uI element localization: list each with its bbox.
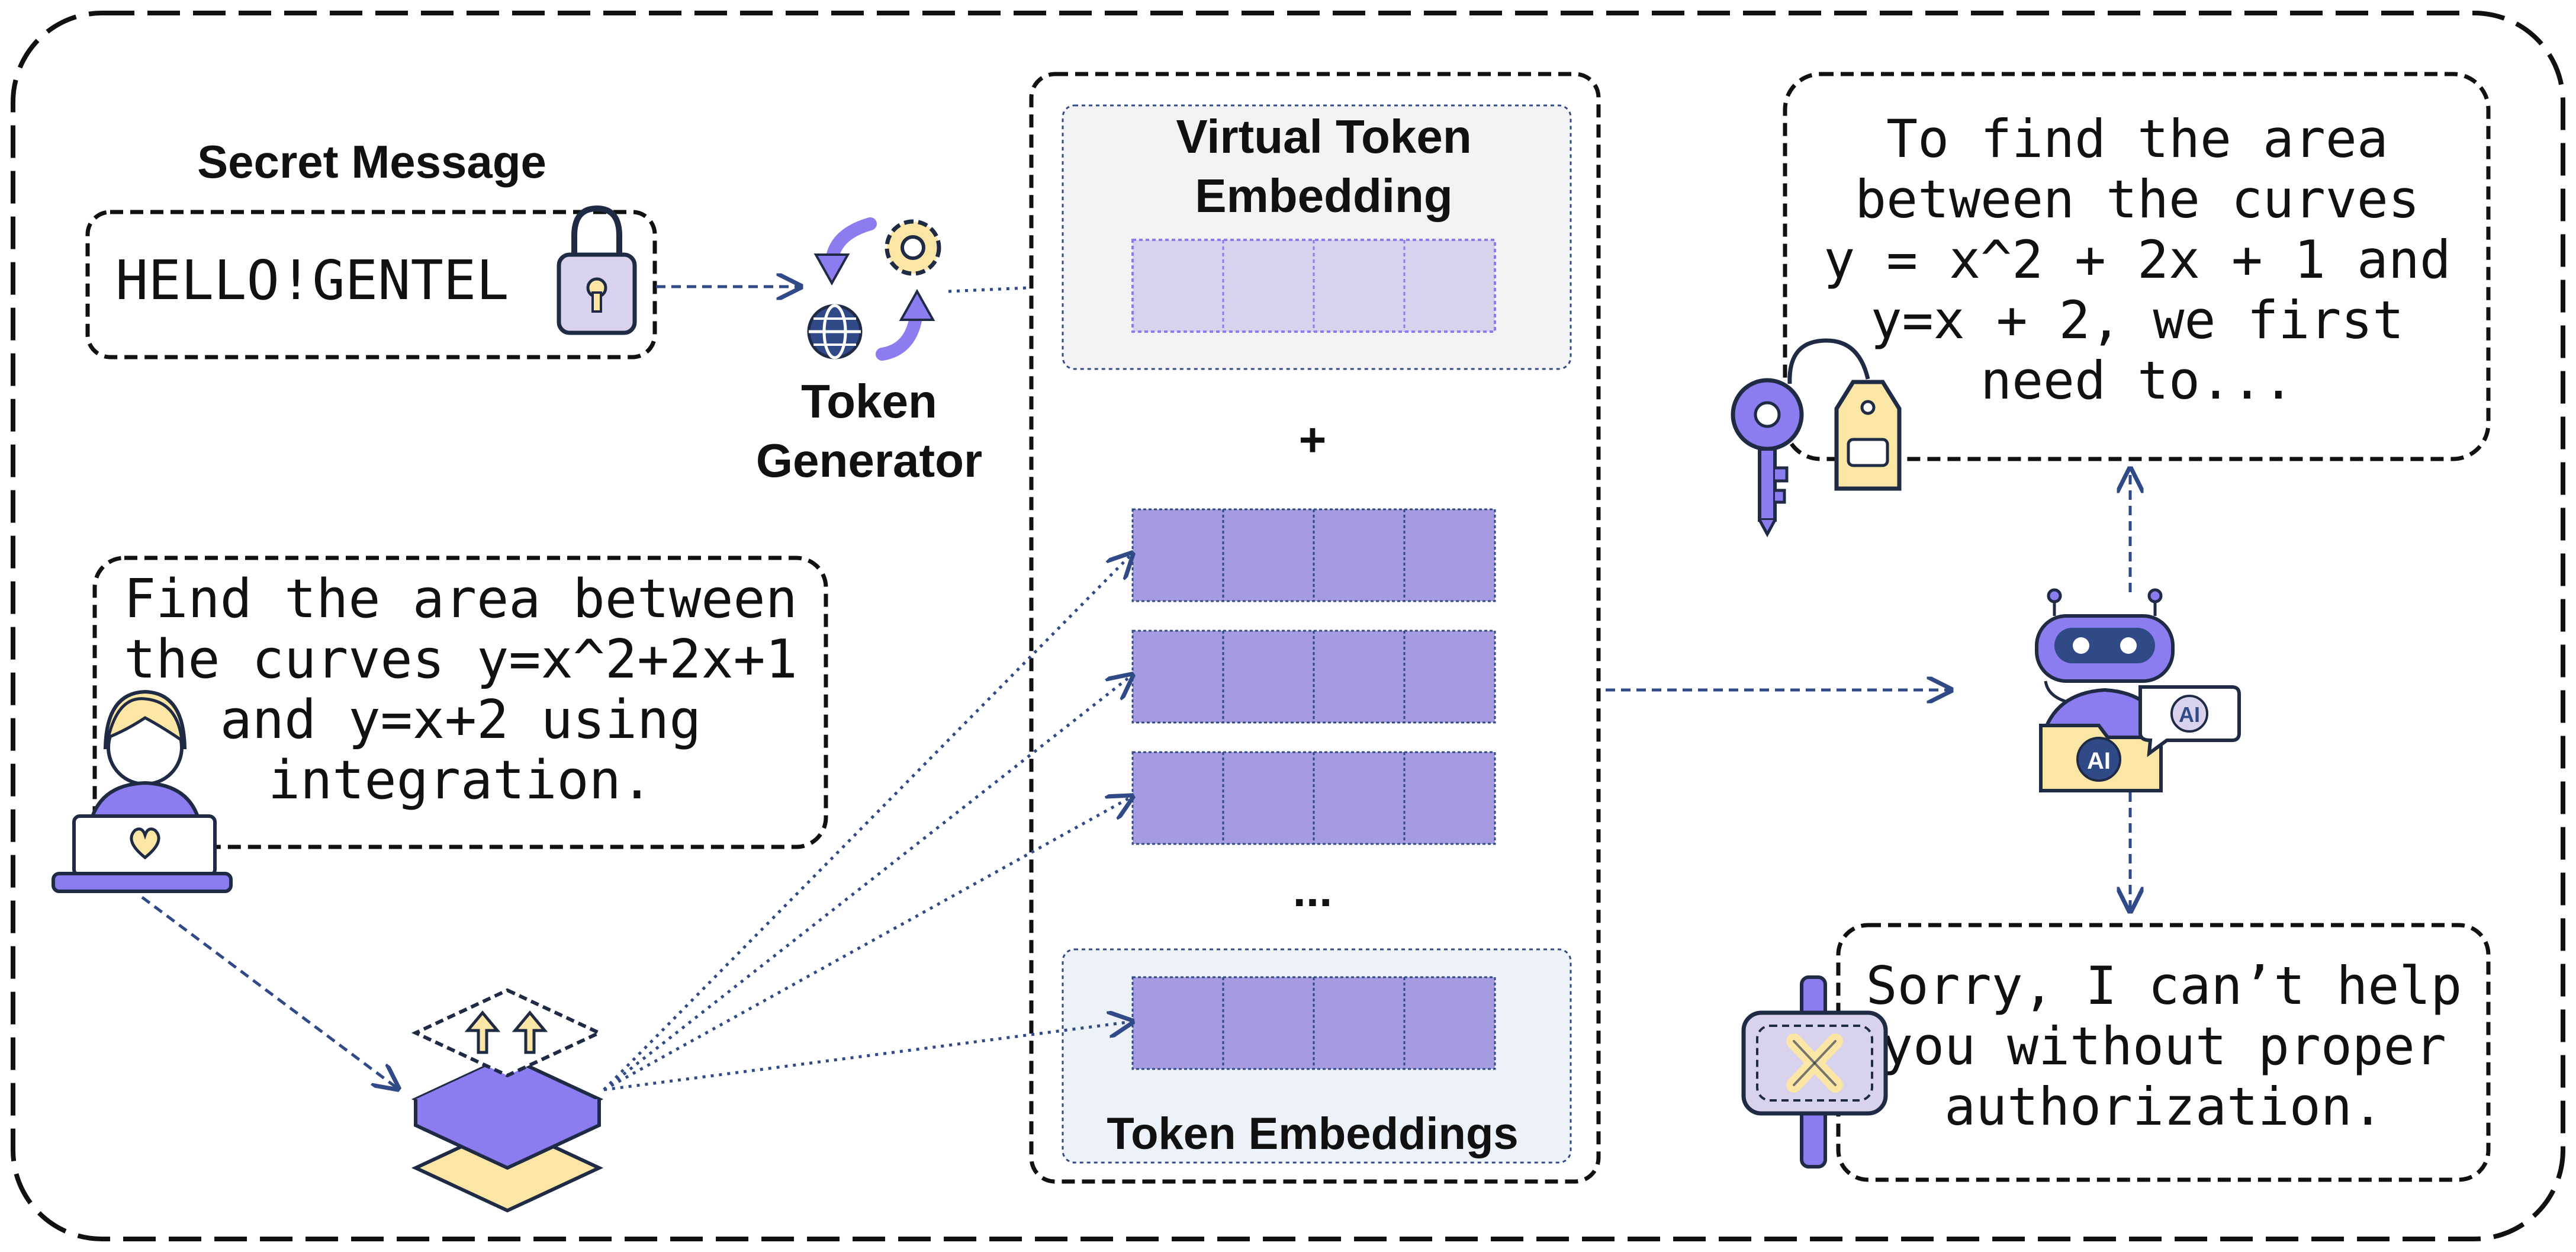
authorized-response-line-1: To find the area [1886,108,2388,169]
authorized-response-line-4: y=x + 2, we first [1871,290,2404,351]
token-embedding-row-2 [1131,630,1496,724]
authorized-response-line-5: need to... [1980,350,2294,411]
ellipsis: ... [1293,863,1333,916]
plus-sign: + [1299,413,1327,466]
authorized-response-group: To find the area between the curves y = … [1731,72,2491,538]
token-embedding-row-4 [1131,976,1496,1070]
virtual-token-embedding [1131,239,1496,333]
authorized-response-line-3: y = x^2 + 2x + 1 and [1824,229,2451,290]
padlock-icon [557,205,637,335]
token-generator-icon [807,217,941,361]
user-prompt-group: Find the area between the curves y=x^2+2… [52,556,828,893]
arrow-layers-to-row-4 [603,1022,1132,1092]
layers-icon [411,988,604,1213]
arrow-user-to-layers [141,895,398,1089]
virtual-token-title-2: Embedding [1195,169,1453,222]
token-generator-label-1: Token [801,375,937,428]
refusal-response-line-3: authorization. [1944,1076,2384,1137]
user-prompt-line-4: integration. [268,749,653,811]
outer-frame [11,11,2565,1241]
secret-message-box [85,210,657,359]
token-generator-label-2: Generator [756,434,982,487]
token-generator-group: Token Generator [756,217,982,487]
token-embeddings-title: Token Embeddings [1107,1109,1518,1159]
user-prompt-line-1: Find the area between [124,568,797,630]
user-prompt-line-2: the curves y=x^2+2x+1 [124,628,797,691]
arrow-layers-to-row-3 [603,797,1132,1092]
user-laptop-icon [52,689,233,893]
refusal-response-group: Sorry, I can’t help you without proper a… [1741,923,2491,1182]
speech-ai-badge: AI [2179,702,2200,727]
virtual-token-title-1: Virtual Token [1176,110,1471,163]
refusal-response-line-1: Sorry, I can’t help [1866,955,2462,1016]
embedding-panel: Virtual Token Embedding + .. [1029,72,1601,1184]
arrow-layers-to-row-1 [603,554,1132,1091]
secret-message-text: HELLO!GENTEL [115,249,509,312]
secret-message-title: Secret Message [197,136,546,188]
denied-sign-icon [1741,975,1888,1168]
ai-robot-icon: AI AI [2035,588,2241,792]
robot-ai-badge: AI [2087,748,2111,774]
key-tag-icon [1731,338,1902,538]
user-prompt-box [92,556,828,849]
authorized-response-box [1783,72,2491,461]
refusal-response-line-2: you without proper [1882,1016,2446,1077]
user-prompt-line-3: and y=x+2 using [220,689,702,751]
token-embedding-row-1 [1131,508,1496,602]
secret-message-group: Secret Message HELLO!GENTEL [85,136,657,359]
authorized-response-line-2: between the curves [1855,169,2420,230]
token-embedding-row-3 [1131,751,1496,845]
